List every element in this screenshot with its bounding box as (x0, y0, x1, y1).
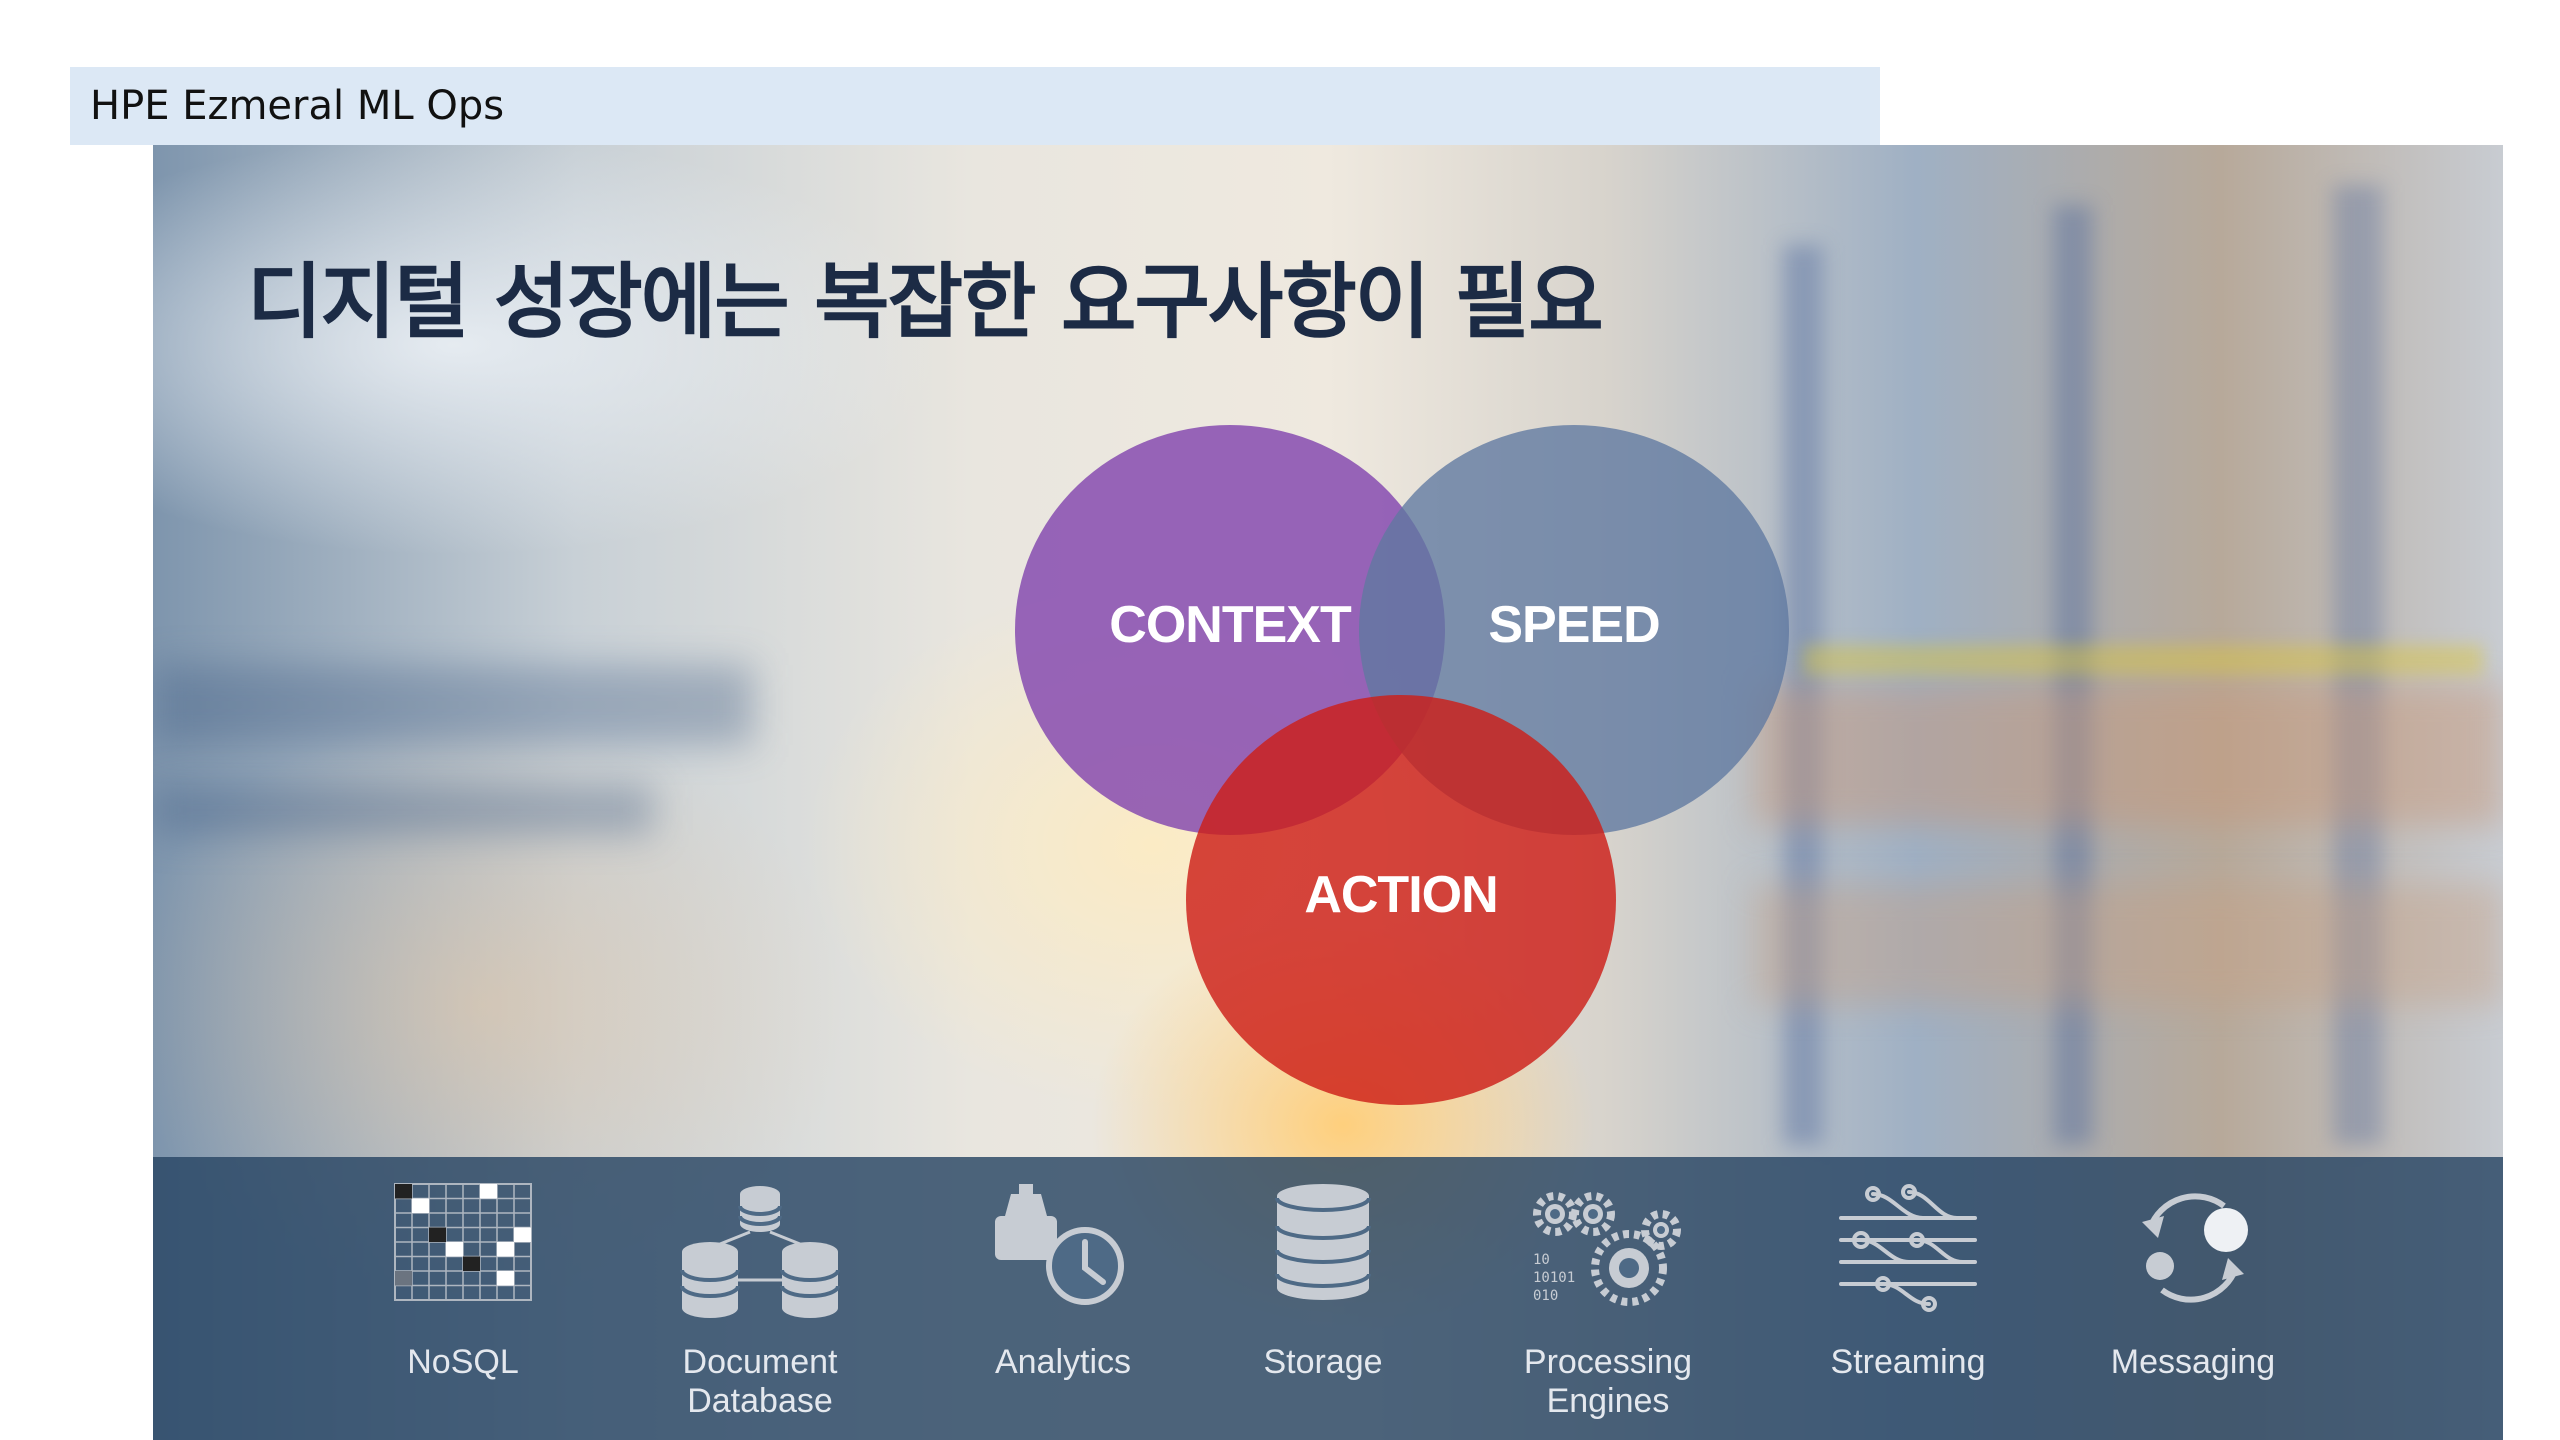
background-blur (1753, 685, 2503, 825)
messaging-cycle-icon (2142, 1193, 2248, 1303)
background-blur (153, 785, 653, 835)
tech-label-storage: Storage (1263, 1343, 1383, 1381)
background-blur (2333, 185, 2383, 1145)
analytics-clock-icon (995, 1184, 1124, 1305)
document-database-icon (680, 1186, 840, 1318)
svg-text:10: 10 (1533, 1252, 1550, 1268)
venn-diagram: CONTEXT SPEED ACTION (153, 145, 2503, 1145)
tech-label-streaming: Streaming (1830, 1343, 1986, 1381)
tech-item-storage: Storage (1193, 1157, 1453, 1440)
slide-title: 디지털 성장에는 복잡한 요구사항이 필요 (247, 255, 1604, 350)
header-bar: HPE Ezmeral ML Ops (70, 67, 1880, 145)
background-blur (153, 665, 753, 745)
background-blur (1753, 885, 2503, 1005)
venn-label-context: CONTEXT (1109, 596, 1351, 654)
background-blur (1783, 245, 1823, 1145)
venn-label-speed: SPEED (1488, 596, 1660, 654)
background-blur (1803, 645, 2483, 675)
venn-label-action: ACTION (1304, 866, 1498, 924)
tech-item-messaging: Messaging (2063, 1157, 2323, 1440)
slide: 디지털 성장에는 복잡한 요구사항이 필요 CONTEXT SPEED ACTI… (153, 145, 2503, 1440)
tech-label-nosql: NoSQL (407, 1343, 519, 1381)
storage-cylinder-icon (1275, 1184, 1371, 1300)
gears-icon: 10 10101 010 (1533, 1192, 1681, 1306)
background-blur (2053, 205, 2093, 1145)
tech-item-streaming: Streaming (1778, 1157, 2038, 1440)
streaming-lines-icon (1839, 1184, 1977, 1312)
venn-circle-action (1186, 695, 1616, 1105)
tech-item-analytics: Analytics (933, 1157, 1193, 1440)
svg-text:10101: 10101 (1533, 1270, 1575, 1286)
nosql-grid-icon (394, 1183, 532, 1301)
tech-label-analytics: Analytics (994, 1343, 1132, 1381)
svg-text:010: 010 (1533, 1288, 1558, 1304)
tech-label-messaging: Messaging (2110, 1343, 2276, 1381)
header-title: HPE Ezmeral ML Ops (90, 83, 505, 129)
tech-item-nosql: NoSQL (333, 1157, 593, 1440)
